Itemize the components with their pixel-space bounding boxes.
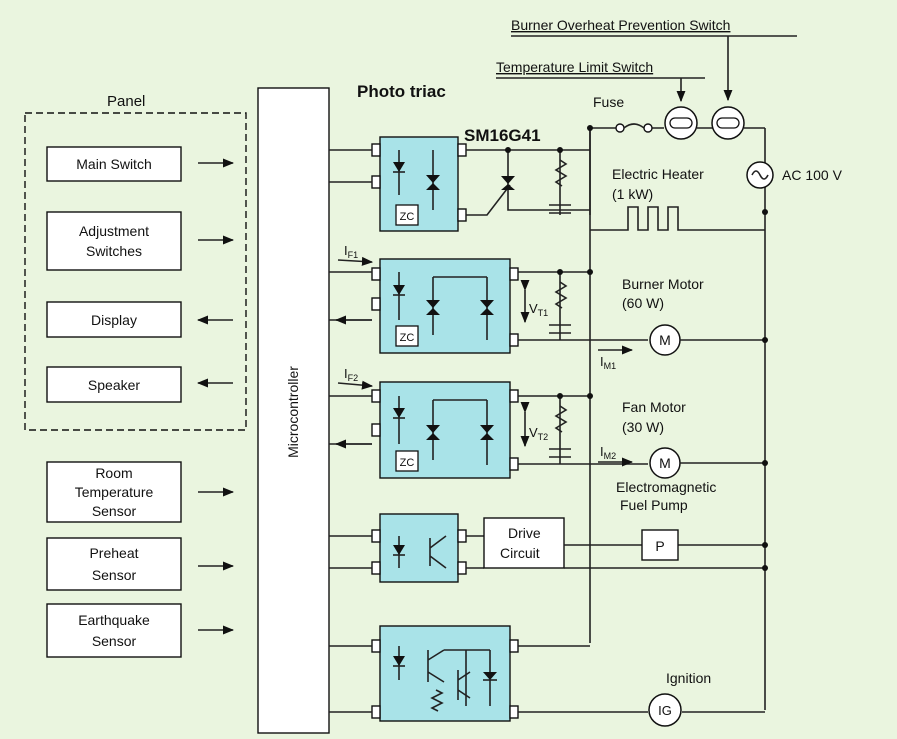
- photo-triac-burner: ZC: [371, 258, 519, 354]
- preheat-sensor-block: Preheat Sensor: [46, 537, 182, 591]
- main-switch-block: Main Switch: [46, 146, 182, 182]
- adjustment-switches-block: Adjustment Switches: [46, 211, 182, 271]
- svg-text:Adjustment: Adjustment: [79, 223, 149, 239]
- temperature-limit-switch-label: Temperature Limit Switch: [496, 59, 653, 75]
- opto1-wires: [329, 149, 590, 216]
- svg-text:Circuit: Circuit: [500, 545, 540, 561]
- vt2-label: VT2: [529, 425, 548, 442]
- heater-label-2: (1 kW): [612, 186, 653, 202]
- svg-text:ZC: ZC: [400, 332, 415, 344]
- fan-motor: M: [649, 447, 681, 479]
- burner-motor-label-1: Burner Motor: [622, 276, 704, 292]
- if2-label: IF2: [344, 366, 358, 383]
- temperature-limit-leader: [496, 77, 705, 101]
- photocoupler-ignition: [371, 625, 519, 722]
- burner-snubber: [520, 269, 571, 340]
- fuel-pump: P: [641, 529, 679, 561]
- temperature-limit-switch: [664, 106, 698, 140]
- svg-text:Main Switch: Main Switch: [76, 156, 151, 172]
- fan-motor-label-2: (30 W): [622, 419, 664, 435]
- vt1-label: VT1: [529, 301, 548, 318]
- speaker-block: Speaker: [46, 366, 182, 403]
- if1-arrow: [337, 256, 374, 266]
- burner-overheat-leader: [511, 35, 797, 100]
- earthquake-sensor-block: Earthquake Sensor: [46, 603, 182, 658]
- svg-text:IG: IG: [658, 703, 672, 718]
- svg-text:Earthquake: Earthquake: [78, 612, 150, 628]
- im2-label: IM2: [600, 444, 616, 461]
- fan-motor-label-1: Fan Motor: [622, 399, 686, 415]
- svg-text:P: P: [655, 538, 664, 554]
- pump-label-2: Fuel Pump: [620, 497, 688, 513]
- ac-label: AC 100 V: [782, 167, 843, 183]
- svg-text:M: M: [659, 332, 671, 348]
- display-block: Display: [46, 301, 182, 338]
- fuse-label: Fuse: [593, 94, 624, 110]
- heater-label-1: Electric Heater: [612, 166, 704, 182]
- if1-label: IF1: [344, 243, 358, 260]
- photo-triac-fan: ZC: [371, 381, 519, 479]
- im1-label: IM1: [600, 354, 616, 371]
- svg-text:ZC: ZC: [400, 457, 415, 469]
- photo-triac-sm16g41: ZC: [371, 136, 467, 232]
- svg-text:Preheat: Preheat: [89, 545, 138, 561]
- drive-circuit-block: Drive Circuit: [483, 517, 565, 569]
- ignition-device: IG: [648, 693, 682, 727]
- fuse: [615, 123, 653, 133]
- svg-text:Room: Room: [95, 465, 132, 481]
- photo-triac-label: Photo triac: [357, 82, 446, 101]
- panel-frame: [24, 112, 247, 431]
- svg-text:Sensor: Sensor: [92, 633, 137, 649]
- sm16g41-label: SM16G41: [464, 126, 541, 145]
- svg-text:Sensor: Sensor: [92, 567, 137, 583]
- burner-overheat-switch-label: Burner Overheat Prevention Switch: [511, 17, 730, 33]
- svg-text:Drive: Drive: [508, 525, 541, 541]
- photocoupler-fuel-pump: [371, 513, 467, 583]
- svg-text:Display: Display: [91, 312, 137, 328]
- heater-wire: [589, 128, 765, 231]
- burner-motor-label-2: (60 W): [622, 295, 664, 311]
- ac-source: [746, 161, 774, 189]
- fan-snubber: [520, 393, 571, 464]
- junction-dots: [587, 125, 768, 571]
- if2-arrow: [337, 380, 374, 390]
- svg-text:Sensor: Sensor: [92, 503, 137, 519]
- svg-text:M: M: [659, 455, 671, 471]
- panel-label: Panel: [107, 93, 145, 110]
- svg-text:Speaker: Speaker: [88, 377, 140, 393]
- room-temperature-sensor-block: Room Temperature Sensor: [46, 461, 182, 523]
- svg-text:Microcontroller: Microcontroller: [285, 366, 301, 458]
- burner-motor: M: [649, 324, 681, 356]
- burner-overheat-switch: [711, 106, 745, 140]
- opto5-wires: [329, 645, 765, 713]
- ignition-label: Ignition: [666, 670, 711, 686]
- svg-text:Temperature: Temperature: [75, 484, 154, 500]
- svg-text:ZC: ZC: [400, 211, 415, 223]
- svg-text:Switches: Switches: [86, 243, 142, 259]
- main-triac: [501, 147, 590, 215]
- microcontroller-block: Microcontroller: [257, 87, 330, 734]
- opto4-wires: [329, 535, 484, 569]
- pump-label-1: Electromagnetic: [616, 479, 716, 495]
